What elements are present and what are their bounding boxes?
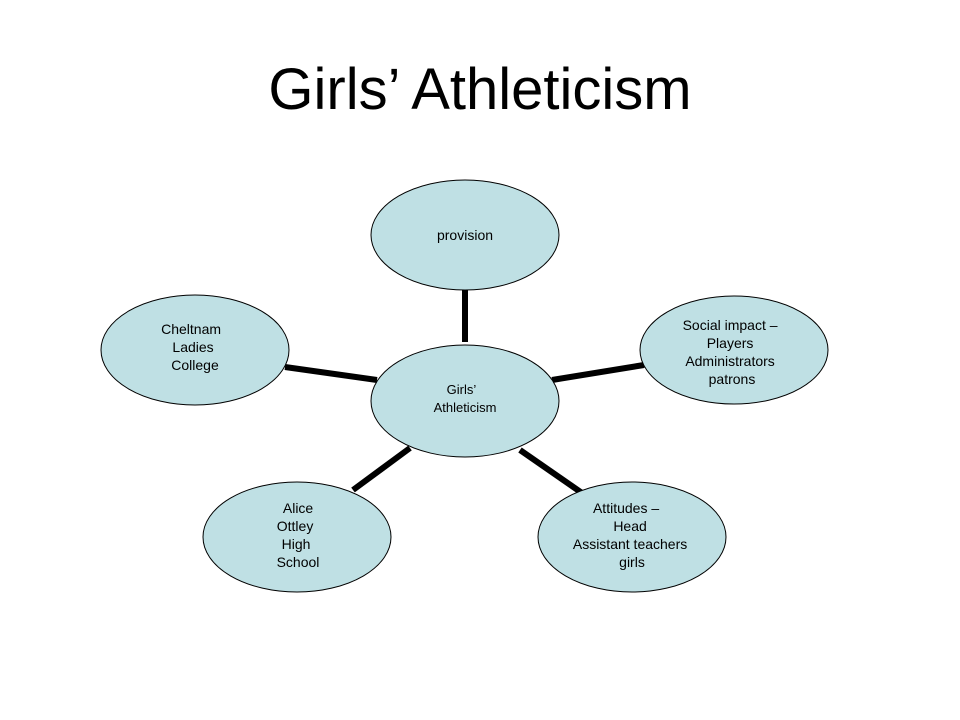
slide-title: Girls’ Athleticism	[268, 57, 692, 122]
connector-social-impact	[551, 362, 645, 383]
node-social-impact: Social impact – Players Administrators p…	[639, 295, 829, 405]
connector-cheltnam	[284, 364, 378, 383]
connectors	[284, 289, 645, 496]
connector-attitudes	[518, 447, 584, 496]
node-center: Girls’ Athleticism	[370, 344, 560, 458]
node-provision: provision	[370, 179, 560, 291]
node-attitudes-label: Attitudes – Head Assistant teachers girl…	[573, 500, 691, 570]
node-attitudes: Attitudes – Head Assistant teachers girl…	[537, 481, 727, 593]
node-social-impact-label: Social impact – Players Administrators p…	[683, 317, 782, 387]
node-alice-ottley: Alice Ottley High School	[202, 481, 392, 593]
node-cheltnam-label: Cheltnam Ladies College	[161, 321, 225, 373]
connector-alice-ottley	[351, 445, 412, 493]
node-center-label: Girls’ Athleticism	[434, 382, 497, 415]
node-provision-label: provision	[437, 227, 493, 243]
node-alice-ottley-label: Alice Ottley High School	[277, 500, 320, 570]
node-cheltnam: Cheltnam Ladies College	[100, 294, 290, 406]
